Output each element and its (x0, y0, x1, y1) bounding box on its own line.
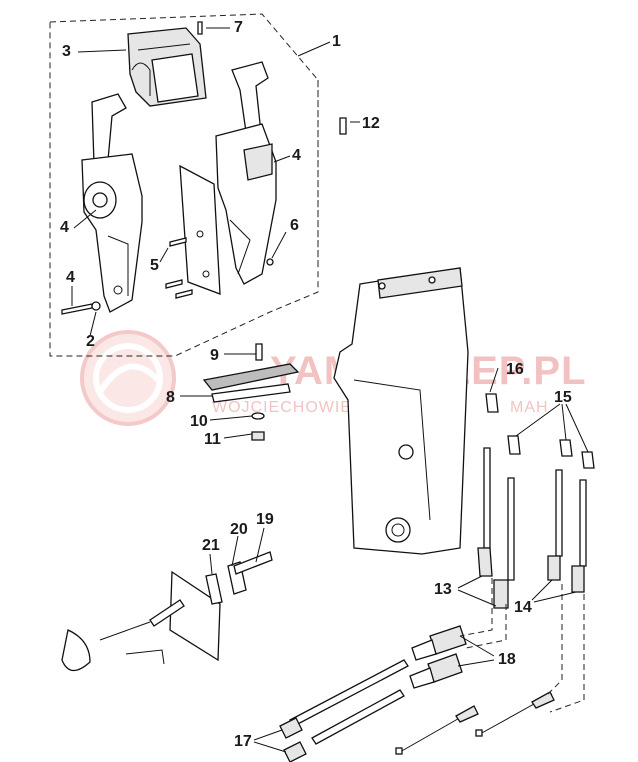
cable-dashed-runs (459, 578, 585, 713)
callout-5: 5 (150, 257, 159, 274)
callout-16: 16 (506, 361, 524, 378)
callout-4-right: 4 (292, 147, 301, 164)
callout-4-left: 4 (60, 219, 69, 236)
screw-4-lower (61, 301, 101, 315)
sleeve-17a (279, 717, 303, 739)
cable-clip-15b (559, 439, 573, 457)
sleeve-17b (283, 741, 307, 762)
cable-connector-18b (409, 653, 463, 689)
watermark-subtext-2: MAH (510, 399, 549, 416)
callout-10: 10 (190, 413, 208, 430)
watermark-subtext: WOJCIECHOWIEZ (212, 399, 363, 416)
gasket (202, 363, 300, 403)
screw-9 (255, 343, 263, 361)
callout-2: 2 (86, 333, 95, 350)
cables (289, 659, 555, 755)
cable-end-14a (547, 469, 563, 581)
cable-clip-15c (581, 451, 595, 469)
callout-19: 19 (256, 511, 274, 528)
washer-6 (266, 258, 274, 266)
washer-10 (251, 412, 265, 420)
callout-1: 1 (332, 33, 341, 50)
cable-end-14b (571, 479, 587, 593)
cable-clip-16 (485, 393, 499, 413)
control-housing (333, 267, 469, 555)
callout-3: 3 (62, 43, 71, 60)
leader-lines (71, 27, 589, 753)
callout-8: 8 (166, 389, 175, 406)
callout-6: 6 (290, 217, 299, 234)
callouts: 1 2 3 4 4 4 5 6 7 8 9 10 11 12 13 14 15 … (60, 19, 572, 750)
callout-13: 13 (434, 581, 452, 598)
key-switch-assembly (61, 551, 273, 672)
callout-12: 12 (362, 115, 380, 132)
callout-20: 20 (230, 521, 248, 538)
callout-4-lower: 4 (66, 269, 75, 286)
screw-5c (175, 289, 193, 299)
top-cover (127, 27, 207, 107)
mount-plate (179, 164, 221, 295)
callout-15: 15 (554, 389, 572, 406)
callout-18: 18 (498, 651, 516, 668)
cable-end-13b (493, 477, 515, 609)
cable-clip-15a (507, 435, 521, 455)
cable-end-13a (477, 447, 493, 577)
assembly-outline (49, 13, 319, 357)
screw-7 (197, 21, 203, 35)
left-lever-assembly (81, 93, 143, 313)
screw-12 (339, 117, 347, 135)
callout-21: 21 (202, 537, 220, 554)
callout-17: 17 (234, 733, 252, 750)
right-lever-assembly (215, 61, 277, 285)
callout-7: 7 (234, 19, 243, 36)
nut-11 (251, 431, 265, 441)
callout-14: 14 (514, 599, 532, 616)
cable-connector-18a (411, 625, 467, 661)
callout-11: 11 (204, 431, 221, 448)
screw-5b (165, 279, 183, 289)
watermark-logo (80, 330, 176, 426)
screw-5a (169, 237, 187, 247)
callout-9: 9 (210, 347, 219, 364)
